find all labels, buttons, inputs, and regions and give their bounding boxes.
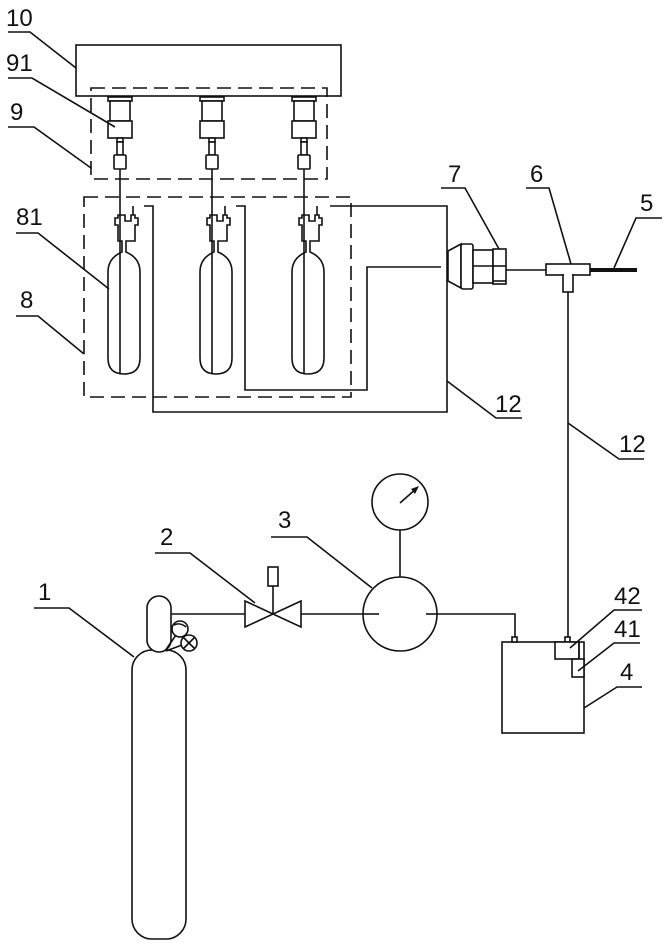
leader-12-right: 12 [567,422,646,460]
label-9: 9 [10,99,23,126]
leader-1: 1 [34,579,135,658]
leader-42: 42 [569,583,642,649]
label-81: 81 [16,204,43,231]
label-12-left: 12 [495,391,522,418]
gas-cylinder-1 [131,595,245,940]
frame-10 [75,44,342,97]
leader-9: 9 [8,99,92,169]
small-bottle [199,206,233,375]
leader-8: 8 [16,287,85,355]
leader-81: 81 [16,204,110,290]
label-10: 10 [6,5,33,32]
tee-connector-6 [545,263,591,293]
leader-2: 2 [155,524,256,604]
bottle-valves-91 [107,96,317,215]
leader-91: 91 [6,50,116,128]
leader-12-left: 12 [446,380,522,419]
bottle-valve [107,96,133,215]
leader-3: 3 [271,507,373,589]
label-6: 6 [530,161,543,188]
leader-5: 5 [613,190,662,269]
label-2: 2 [160,524,173,551]
leader-4: 4 [583,659,642,709]
small-bottle [291,206,325,375]
label-42: 42 [614,583,641,610]
control-box-4 [501,636,585,734]
label-3: 3 [278,507,291,534]
label-1: 1 [38,579,51,606]
small-bottle [107,206,141,375]
leader-6: 6 [526,161,572,265]
regulator-3 [362,473,516,652]
label-5: 5 [640,190,653,217]
pipeline-12-bottles [144,205,448,413]
bottle-valve [199,96,225,215]
leader-10: 10 [6,5,77,69]
label-41: 41 [614,616,641,643]
coupling-7 [447,242,546,290]
label-12-right: 12 [619,431,646,458]
module-42 [554,641,580,660]
bottle-valve [291,96,317,215]
label-7: 7 [448,161,461,188]
label-8: 8 [20,287,33,314]
module-41 [571,658,585,678]
leader-7: 7 [441,161,500,250]
leader-41: 41 [577,616,641,672]
valve-2 [244,566,363,629]
small-bottles-81 [107,206,325,375]
label-91: 91 [6,50,33,77]
label-4: 4 [620,659,633,686]
bottle-group-enclosure-8 [83,196,352,398]
valve-group-enclosure-9 [90,87,328,180]
